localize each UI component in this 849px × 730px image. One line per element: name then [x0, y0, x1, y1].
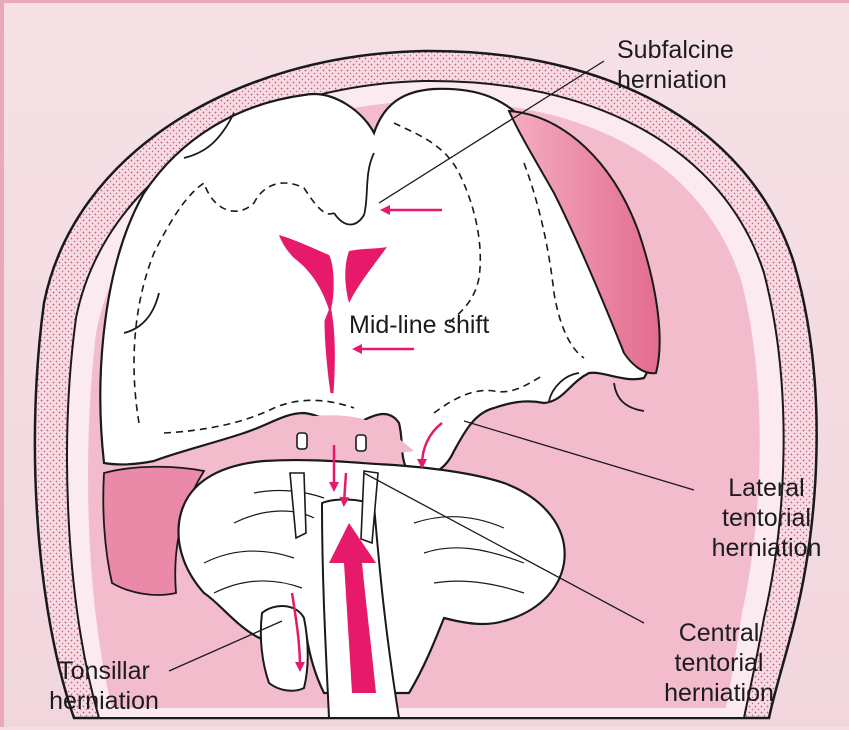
- cerebellar-tonsil: [261, 606, 308, 691]
- label-midline-shift: Mid-line shift: [349, 310, 489, 340]
- label-line: Mid-line shift: [349, 310, 489, 340]
- label-line: Tonsillar: [24, 656, 184, 686]
- label-line: Lateral: [684, 473, 849, 503]
- label-line: herniation: [684, 533, 849, 563]
- label-line: herniation: [24, 686, 184, 716]
- label-line: Subfalcine: [617, 35, 734, 65]
- label-line: Central: [634, 618, 804, 648]
- label-tonsillar-herniation: Tonsillar herniation: [24, 656, 184, 716]
- label-subfalcine-herniation: Subfalcine herniation: [617, 35, 734, 95]
- label-line: tentorial: [684, 503, 849, 533]
- label-lateral-tentorial-herniation: Lateral tentorial herniation: [684, 473, 849, 563]
- label-line: tentorial: [634, 648, 804, 678]
- label-line: herniation: [634, 678, 804, 708]
- label-line: herniation: [617, 65, 734, 95]
- label-central-tentorial-herniation: Central tentorial herniation: [634, 618, 804, 708]
